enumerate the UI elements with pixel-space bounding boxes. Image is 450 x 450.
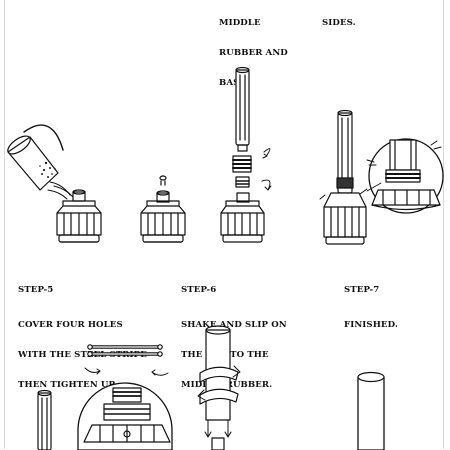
assembled-stand-icon <box>319 109 444 245</box>
step-5-line: COVER FOUR HOLES <box>18 320 123 330</box>
water-bucket-icon <box>7 124 74 200</box>
top-fragment-line: MIDDLE <box>219 18 261 28</box>
steel-stripe-icon <box>37 344 173 450</box>
page-border <box>4 0 444 449</box>
base-icon <box>56 189 102 243</box>
pole-assembly-icon <box>220 66 272 243</box>
step-5-line: THEN TIGHTEN UP. <box>18 380 117 390</box>
finished-bag-icon <box>357 371 385 450</box>
bag-slip-icon <box>197 325 241 450</box>
top-fragment-left: MIDDLE RUBBER AND BASE. <box>219 0 288 98</box>
base-with-cap-icon <box>140 175 186 243</box>
step-6-line: SHAKE AND SLIP ON <box>181 320 287 330</box>
step-7-text: STEP-7 FINISHED. <box>344 265 398 340</box>
top-fragment-line: BASE. <box>219 78 250 88</box>
step-6-label: STEP-6 <box>181 285 217 295</box>
top-fragment-line: RUBBER AND <box>219 48 288 58</box>
step-7-label: STEP-7 <box>344 285 380 295</box>
top-fragment-right: SIDES. <box>322 0 356 38</box>
step-5-label: STEP-5 <box>18 285 54 295</box>
step-7-line: FINISHED. <box>344 320 398 330</box>
step-6-line: MIDDLE RUBBER. <box>181 380 273 390</box>
top-fragment-line: SIDES. <box>322 18 356 28</box>
